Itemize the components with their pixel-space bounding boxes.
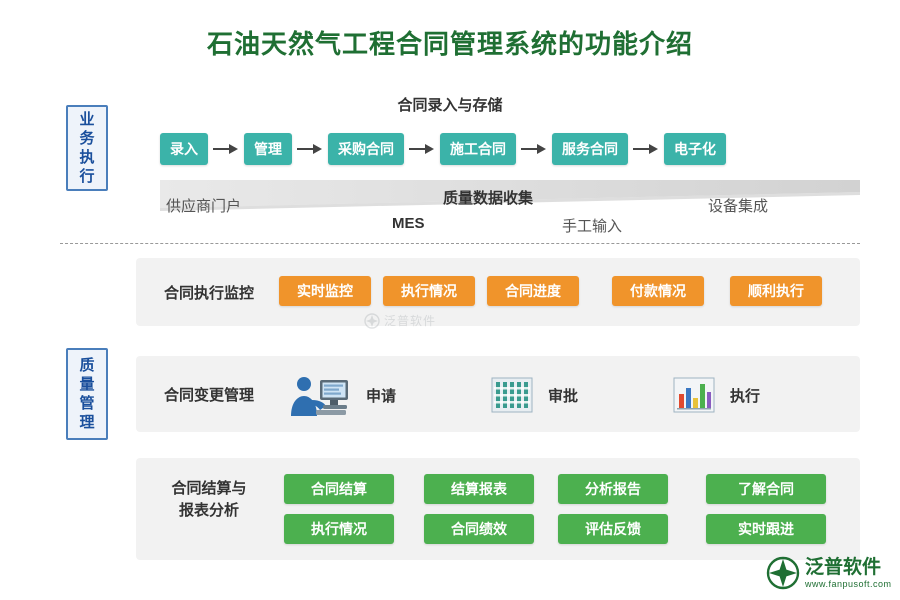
funnel-label-quality-data: 质量数据收集 xyxy=(443,190,534,207)
chip-realtime-tracking[interactable]: 实时跟进 xyxy=(706,514,826,544)
panel-label-settlement-line1: 合同结算与 xyxy=(171,480,247,497)
change-step-approval-label: 审批 xyxy=(548,387,579,405)
chip-execution-status[interactable]: 执行情况 xyxy=(383,276,475,306)
brand-logo-text: 泛普软件 www.fanpusoft.com xyxy=(805,558,892,589)
chain-node-construction-contract[interactable]: 施工合同 xyxy=(440,133,516,165)
section-divider xyxy=(60,243,860,244)
side-label-business-char-1: 务 xyxy=(79,129,95,147)
funnel-shape-icon xyxy=(160,180,860,211)
bar-chart-icon xyxy=(673,377,715,413)
side-label-business-char-2: 执 xyxy=(79,149,95,166)
chain-node-purchase-contract[interactable]: 采购合同 xyxy=(328,133,404,165)
contract-entry-caption: 合同录入与存储 xyxy=(397,97,503,114)
side-label-quality: 质 量 管 理 xyxy=(66,348,108,440)
funnel-label-device-integration: 设备集成 xyxy=(708,198,769,215)
arrow-right-icon xyxy=(633,143,659,155)
chain-node-entry[interactable]: 录入 xyxy=(160,133,208,165)
chip-contract-performance[interactable]: 合同绩效 xyxy=(424,514,534,544)
chip-smooth-execution[interactable]: 顺利执行 xyxy=(730,276,822,306)
side-label-quality-char-2: 管 xyxy=(79,395,95,412)
contract-entry-chain: 录入 管理 采购合同 施工合同 服务合同 电子化 xyxy=(160,133,726,165)
change-step-execute-label: 执行 xyxy=(730,387,761,405)
document-approval-icon xyxy=(491,377,533,413)
chain-node-service-contract[interactable]: 服务合同 xyxy=(552,133,628,165)
side-label-quality-char-3: 理 xyxy=(79,414,95,432)
funnel-label-supplier-portal: 供应商门户 xyxy=(166,198,242,215)
user-computer-icon xyxy=(291,377,348,416)
chip-payment-status[interactable]: 付款情况 xyxy=(612,276,704,306)
side-label-business-char-3: 行 xyxy=(79,168,95,186)
brand-name-cn: 泛普软件 xyxy=(805,556,882,578)
arrow-right-icon xyxy=(521,143,547,155)
compass-logo-icon xyxy=(766,556,800,590)
chip-understand-contract[interactable]: 了解合同 xyxy=(706,474,826,504)
change-step-execute[interactable]: 执行 xyxy=(672,372,760,418)
funnel-label-mes: MES xyxy=(392,215,425,232)
chain-node-electronic[interactable]: 电子化 xyxy=(664,133,726,165)
page-title: 石油天然气工程合同管理系统的功能介绍 xyxy=(206,29,693,59)
side-label-quality-char-1: 量 xyxy=(79,375,95,393)
chip-assessment-feedback[interactable]: 评估反馈 xyxy=(558,514,668,544)
chip-realtime-monitor[interactable]: 实时监控 xyxy=(279,276,371,306)
brand-logo: 泛普软件 www.fanpusoft.com xyxy=(766,556,892,590)
compass-logo-icon xyxy=(364,312,380,329)
funnel-label-manual-input: 手工输入 xyxy=(562,218,623,235)
change-step-apply[interactable]: 申请 xyxy=(286,372,396,418)
chip-execution-status-settle[interactable]: 执行情况 xyxy=(284,514,394,544)
panel-label-contract-settlement: 合同结算与 报表分析 xyxy=(144,478,274,522)
panel-label-contract-monitor: 合同执行监控 xyxy=(163,285,254,302)
chip-analysis-report[interactable]: 分析报告 xyxy=(558,474,668,504)
arrow-right-icon xyxy=(213,143,239,155)
watermark: 泛普软件 xyxy=(364,312,436,329)
panel-label-settlement-line2: 报表分析 xyxy=(178,501,239,519)
panel-label-contract-change: 合同变更管理 xyxy=(163,387,254,404)
brand-name-en: www.fanpusoft.com xyxy=(805,578,892,589)
chip-settlement-report[interactable]: 结算报表 xyxy=(424,474,534,504)
change-step-approval[interactable]: 审批 xyxy=(490,372,578,418)
chip-contract-settlement[interactable]: 合同结算 xyxy=(284,474,394,504)
arrow-right-icon xyxy=(409,143,435,155)
funnel-band xyxy=(160,178,860,212)
side-label-quality-char-0: 质 xyxy=(79,356,95,374)
side-label-business-char-0: 业 xyxy=(79,110,95,128)
chip-contract-progress[interactable]: 合同进度 xyxy=(487,276,579,306)
change-step-apply-label: 申请 xyxy=(366,387,397,405)
chain-node-manage[interactable]: 管理 xyxy=(244,133,292,165)
arrow-right-icon xyxy=(297,143,323,155)
watermark-text: 泛普软件 xyxy=(384,314,437,328)
side-label-business: 业 务 执 行 xyxy=(66,105,108,191)
